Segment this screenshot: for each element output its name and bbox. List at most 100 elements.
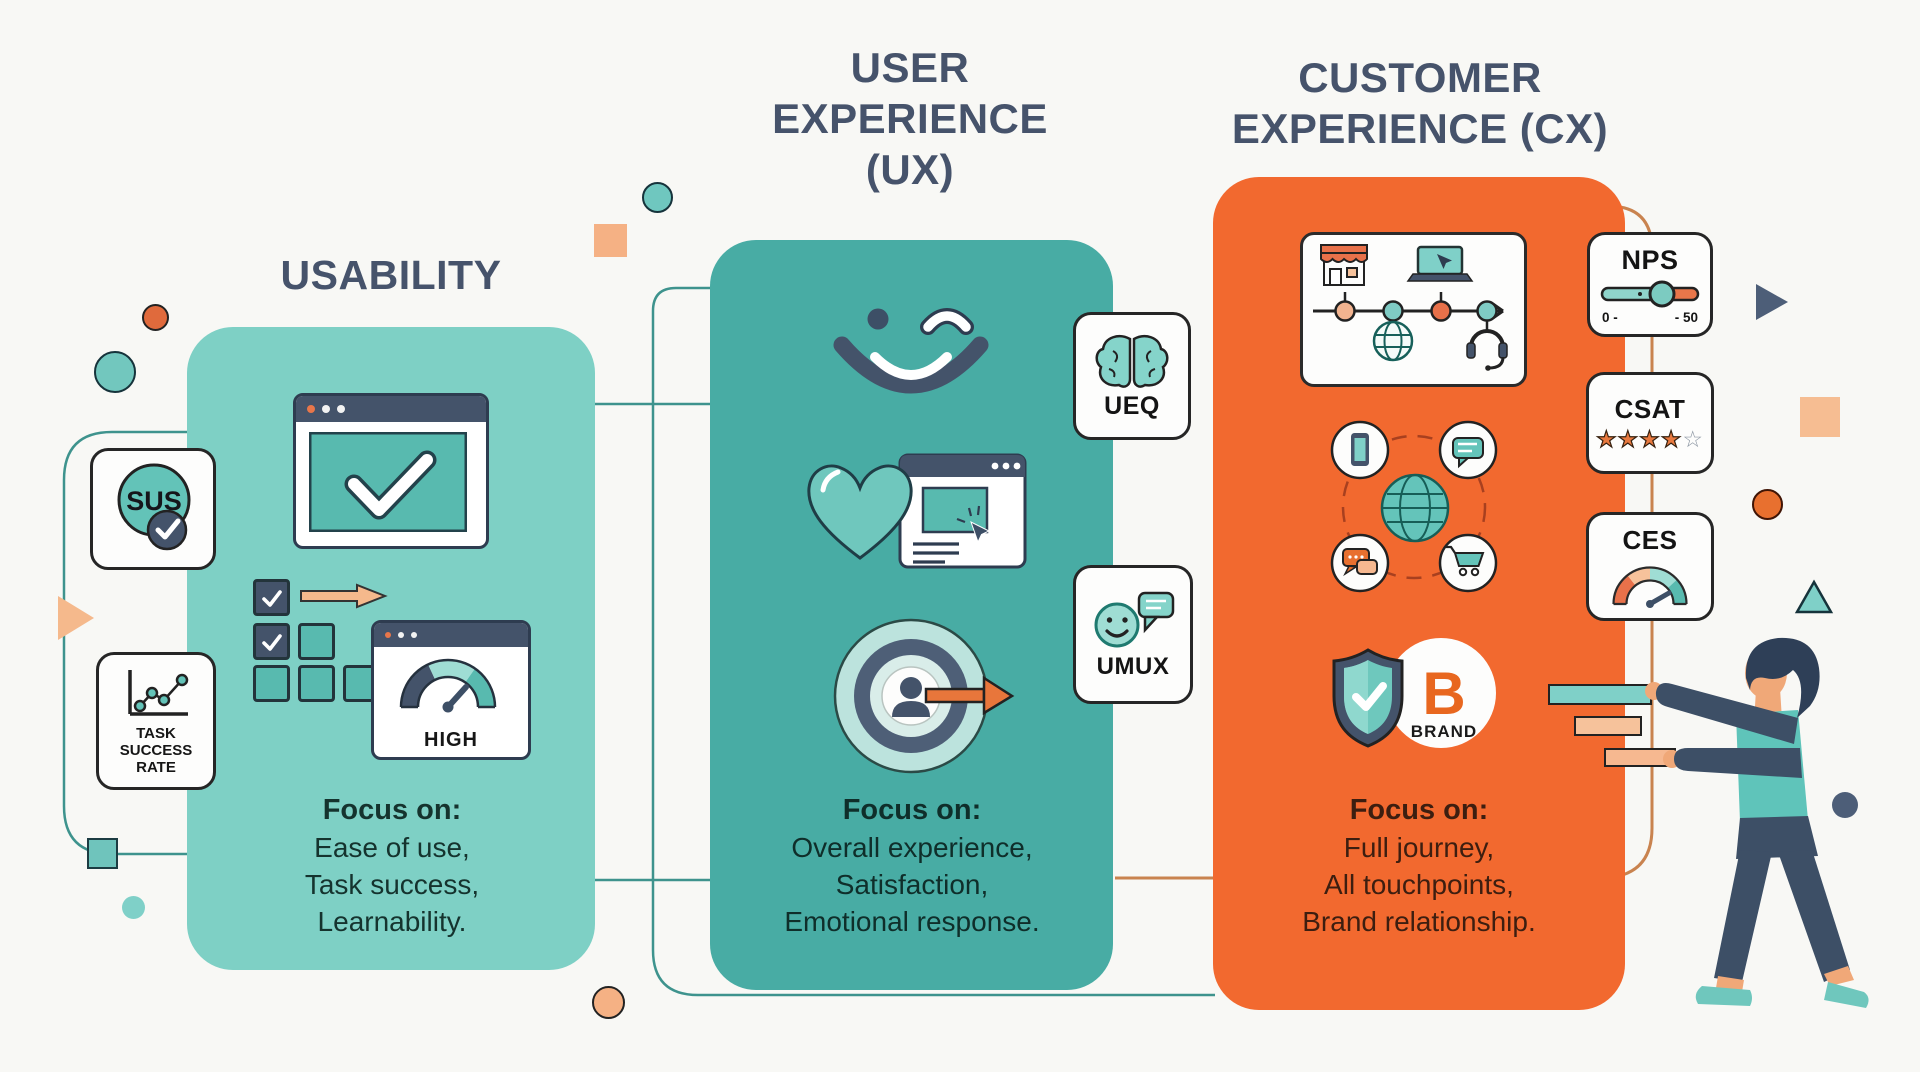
person-shoe [1695,986,1752,1006]
focus-line: Learnability. [317,906,467,937]
teal-circle-decoration-topleft [94,351,136,393]
omnichannel-icon [1330,420,1498,593]
focus-heading: Focus on: [1349,794,1489,826]
person-back-leg [1778,850,1850,982]
heart-browser-icon [807,453,1027,569]
nps-label: NPS [1621,244,1679,275]
ux-card [710,240,1113,990]
cx-focus-text: Focus on: Full journey, All touchpoints,… [1221,792,1617,940]
ueq-badge: UEQ [1073,312,1191,440]
arrow-right-icon [300,583,388,609]
gauge-label: HIGH [424,729,478,751]
journey-map-card [1300,232,1527,387]
checklist-checked-item [253,579,290,616]
window-dot-icon [337,405,345,413]
nps-slider-icon [1600,280,1700,307]
checklist-item [253,665,290,702]
peach-circle-decoration-bottom [592,986,625,1019]
teal-square-decoration-left [87,838,118,869]
empty-star: ☆ [1682,425,1705,452]
ux-title: USER EXPERIENCE (UX) [705,42,1115,195]
sus-badge: SUS [90,448,216,570]
globe-icon [1372,320,1414,362]
nps-badge: NPS 0 - - 50 [1587,232,1713,337]
umux-label: UMUX [1096,653,1170,680]
focus-line: Emotional response. [784,906,1040,937]
star-rating: ★★★★☆ [1595,425,1705,453]
journey-map-icon [1313,244,1508,371]
gauge-window-icon: HIGH [371,620,531,760]
focus-heading: Focus on: [842,794,982,826]
csat-label: CSAT [1614,393,1686,424]
cx-title-line1: CUSTOMER [1298,54,1542,101]
ux-title-line1: USER [850,44,970,91]
window-dot-icon [385,632,391,638]
filled-stars: ★★★★ [1595,425,1683,452]
umux-badge: UMUX [1073,565,1193,704]
task-label-line1: TASK [136,725,176,742]
chat-bubbles-icon [1342,548,1378,577]
cx-title-line2: EXPERIENCE (CX) [1231,105,1609,152]
focus-line: Task success, [304,869,480,900]
orange-circle-decoration-topleft [142,304,169,331]
ux-title-line3: (UX) [865,146,955,193]
ces-badge: CES [1586,512,1714,621]
ces-label: CES [1622,524,1678,555]
person-front-leg [1714,850,1772,982]
headset-icon [1466,329,1508,371]
person-shoe [1824,982,1869,1008]
checkmark-icon [309,432,467,532]
brain-icon [1095,335,1169,388]
window-titlebar [374,623,528,647]
brand-shield-icon: B BRAND [1332,638,1496,748]
checklist-checked-item [253,623,290,660]
person-lower-arm [1674,748,1802,778]
ux-title-line2: EXPERIENCE [772,95,1048,142]
focus-line: Full journey, [1343,832,1495,863]
phone-icon [1351,433,1369,466]
teal-circle-decoration-middle [642,182,673,213]
smiley-feedback-icon [1094,591,1175,648]
shield-check-icon [1332,648,1404,748]
slate-triangle-decoration-right [1756,284,1788,320]
window-titlebar [296,396,486,422]
person-hair [1745,637,1820,718]
focus-line: Satisfaction, [835,869,989,900]
checklist-item [298,665,335,702]
window-dot-icon [322,405,330,413]
chat-bubble-icon [1452,437,1484,469]
csat-badge: CSAT ★★★★☆ [1586,372,1714,474]
focus-line: Brand relationship. [1302,906,1536,937]
speedometer-icon [399,658,497,713]
store-icon [1320,244,1368,286]
window-dot-icon [411,632,417,638]
shopping-cart-icon [1446,545,1485,577]
brand-label: BRAND [1411,722,1477,741]
person-illustration [1645,637,1869,1008]
focus-line: All touchpoints, [1324,869,1514,900]
usability-focus-text: Focus on: Ease of use, Task success, Lea… [197,792,587,940]
brand-letter: B [1422,660,1465,727]
window-dot-icon [307,405,315,413]
focus-line: Ease of use, [314,832,470,863]
nps-scale-max: - 50 [1674,309,1698,325]
window-dot-icon [398,632,404,638]
globe-icon [1380,473,1450,543]
checklist-item [298,623,335,660]
slate-dot-decoration-right [1832,792,1858,818]
stacked-bar-peach-small [1574,716,1642,736]
task-success-rate-badge: TASK SUCCESS RATE [96,652,216,790]
focus-line: Overall experience, [791,832,1033,863]
winking-smiley-icon [833,308,989,394]
teal-triangle-decoration-right [1794,579,1834,614]
orange-circle-decoration-right [1752,489,1783,520]
laptop-cursor-icon [1406,245,1474,282]
peach-square-decoration-middle [594,224,627,257]
sus-icon: SUS [117,463,191,551]
focus-heading: Focus on: [322,794,462,826]
ueq-label: UEQ [1104,392,1160,420]
line-chart-icon [128,670,189,716]
browser-check-icon [293,393,489,549]
ux-focus-text: Focus on: Overall experience, Satisfacti… [716,792,1108,940]
